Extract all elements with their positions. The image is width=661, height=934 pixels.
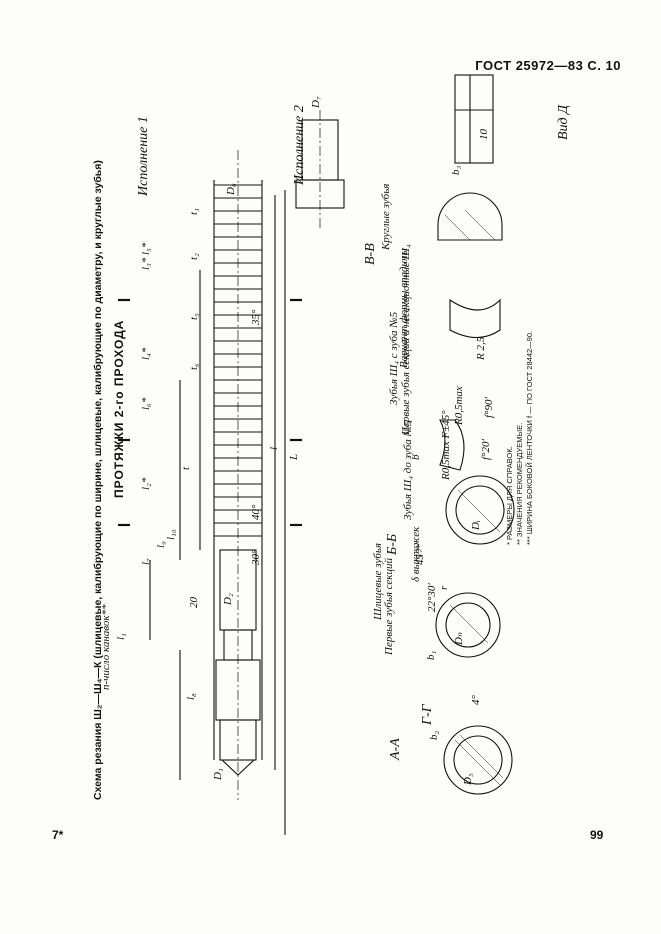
- section-gg-label: Г-Г: [420, 704, 435, 725]
- angle-10: 10: [478, 129, 490, 140]
- view-d-label: Вид Д: [556, 104, 571, 140]
- dim-d7: D₇: [310, 96, 322, 108]
- note-3: *** ШИРИНА БОКОВОЙ ЛЕНТОЧКИ f — ПО ГОСТ …: [525, 330, 534, 545]
- dim-t5: t₅: [188, 313, 200, 320]
- roughness-1: R0,5max F±45°: [440, 410, 452, 480]
- angle-22: 22°30': [426, 583, 438, 612]
- dim-l6: l₆*: [140, 397, 152, 410]
- section-bb-label: Б-Б: [385, 533, 400, 555]
- section-aa-label: А-А: [388, 738, 403, 760]
- round-teeth-label: Круглые зубья: [380, 183, 392, 250]
- dim-l4: l₄*: [140, 347, 152, 360]
- dim-l5: l₅*: [140, 242, 152, 255]
- roughness-2: R0,5max: [453, 386, 465, 425]
- dim-b2: b₂: [428, 730, 440, 740]
- dim-l1: l₁: [115, 633, 127, 640]
- dim-d2: D₂: [222, 593, 234, 605]
- angle-40: 40°: [250, 504, 262, 520]
- dim-b1: b₁: [425, 650, 437, 660]
- dim-d5: D₅: [462, 773, 474, 785]
- dim-di: Dᵢ: [470, 520, 482, 530]
- dim-l3: l₃*: [140, 257, 152, 270]
- f20: f°20': [480, 439, 492, 460]
- angle-4: 4°: [470, 695, 482, 705]
- spline-teeth-label: Шлицевые зубья: [372, 542, 384, 620]
- dim-dh: Dₙ: [453, 632, 465, 645]
- first-teeth-label: Первые зубья секций: [383, 558, 395, 655]
- dim-r: r: [438, 585, 450, 590]
- dim-b3: b₃: [450, 165, 462, 175]
- page-number: 99: [590, 828, 604, 842]
- dim-l7: l₇: [140, 558, 152, 565]
- groove-variant-label: Вариант формы впадины: [398, 248, 410, 368]
- f90: f°90': [483, 397, 495, 418]
- note-2: ** ЗНАЧЕНИЯ РЕКОМЕНДУЕМЫЕ.: [515, 422, 524, 545]
- dim-l2: l₂*: [140, 477, 152, 490]
- section-vv-label: В-В: [363, 243, 378, 265]
- standard-header: ГОСТ 25972—83 С. 10: [475, 58, 621, 73]
- dim-d6: D₆: [225, 183, 237, 195]
- dim-l: l: [268, 446, 280, 450]
- dim-l10: l₁₀: [165, 529, 177, 540]
- angle-35: 35°: [250, 309, 262, 325]
- dim-t1: t₁: [188, 208, 200, 215]
- r25: R 2,5: [475, 336, 487, 360]
- footer-left-mark: 7*: [52, 828, 64, 842]
- angle-45: 45°*: [414, 544, 426, 565]
- dim-t: t: [180, 466, 192, 470]
- note-1: * РАЗМЕРЫ ДЛЯ СПРАВОК.: [505, 446, 514, 545]
- groove-number-label: n-число канавок**: [100, 604, 112, 690]
- dim-l8: l₈: [185, 693, 197, 700]
- dim-l9: l₉: [155, 541, 167, 548]
- angle-20: 20: [188, 597, 200, 608]
- dim-t6: t₆: [188, 363, 200, 370]
- angle-30: 30°: [250, 549, 262, 565]
- dim-b: b: [410, 454, 422, 461]
- dim-L: L: [288, 453, 300, 460]
- dim-t2: t₂: [188, 253, 200, 260]
- teeth-w4-to-label: Зубья Ш₄ до зуба №5: [402, 420, 414, 520]
- dim-d1: D₁: [212, 768, 224, 780]
